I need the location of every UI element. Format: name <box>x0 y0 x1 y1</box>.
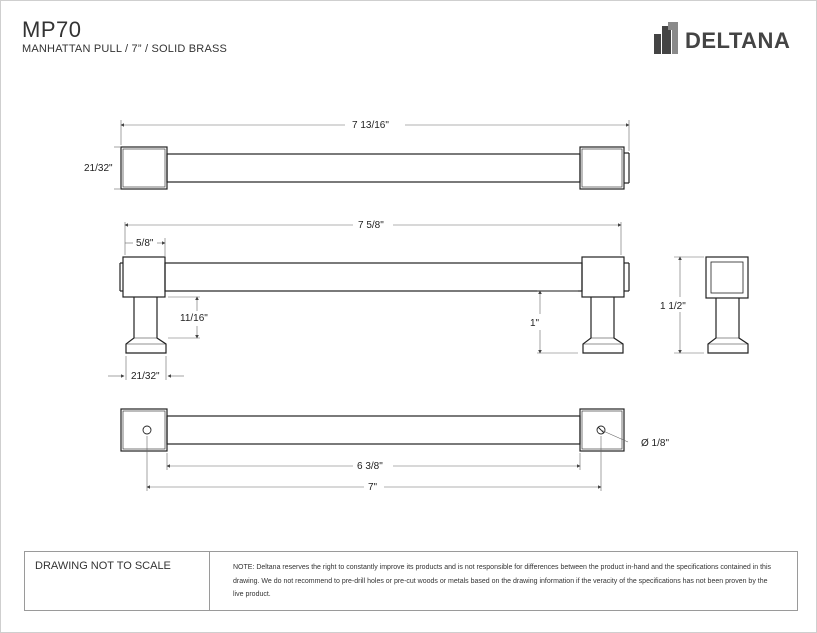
end-view-post <box>707 298 749 354</box>
top-dimensions <box>114 120 630 190</box>
side-left-end-cap <box>122 256 166 298</box>
dim-bottom-center: 7" <box>368 482 378 493</box>
top-view <box>120 146 630 190</box>
dim-top-overall: 7 13/16" <box>352 120 389 131</box>
end-view-cap <box>705 256 749 299</box>
end-view-cap-inner <box>710 261 744 294</box>
bottom-right-end-cap <box>579 408 625 452</box>
scale-note-cell: DRAWING NOT TO SCALE <box>25 552 210 610</box>
top-right-end-inner <box>581 148 623 188</box>
dim-top-end-height: 21/32" <box>84 163 113 174</box>
bottom-view <box>120 408 625 452</box>
side-right-end-cap <box>581 256 625 298</box>
dim-end-height: 1 1/2" <box>660 301 686 312</box>
end-view <box>705 256 749 354</box>
side-dimensions <box>108 222 622 380</box>
side-bar <box>164 262 583 292</box>
dim-side-post-offset: 5/8" <box>136 238 154 249</box>
top-left-end-cap <box>120 146 168 190</box>
brand-name: DELTANA <box>685 28 791 53</box>
side-left-post <box>125 297 167 354</box>
dim-hole-diameter: Ø 1/8" <box>641 438 669 449</box>
dim-side-post-height: 11/16" <box>180 313 208 324</box>
top-right-end-cap <box>579 146 625 190</box>
disclaimer-note: NOTE: Deltana reserves the right to cons… <box>233 564 772 598</box>
dim-side-clearance: 1" <box>530 318 540 329</box>
bottom-left-end-cap <box>120 408 168 452</box>
bottom-bar <box>166 415 581 445</box>
model-number: MP70 <box>22 17 82 42</box>
side-view <box>119 256 630 354</box>
scale-note: DRAWING NOT TO SCALE <box>35 560 171 572</box>
deltana-building-icon <box>654 22 678 54</box>
top-left-end-inner <box>122 148 166 188</box>
bottom-left-hole <box>142 425 152 435</box>
product-description: MANHATTAN PULL / 7” / SOLID BRASS <box>22 43 228 55</box>
bottom-dimensions <box>146 429 629 491</box>
top-bar <box>166 153 581 183</box>
bottom-right-hole <box>596 425 606 435</box>
dim-bottom-inner: 6 3/8" <box>357 461 383 472</box>
note-box: DRAWING NOT TO SCALE NOTE: Deltana reser… <box>24 551 798 611</box>
dim-side-base-width: 21/32" <box>131 371 160 382</box>
side-right-post <box>582 297 624 354</box>
dim-side-overall: 7 5/8" <box>358 220 384 231</box>
end-dimensions <box>674 256 704 354</box>
brand-logo: DELTANA <box>654 22 800 54</box>
